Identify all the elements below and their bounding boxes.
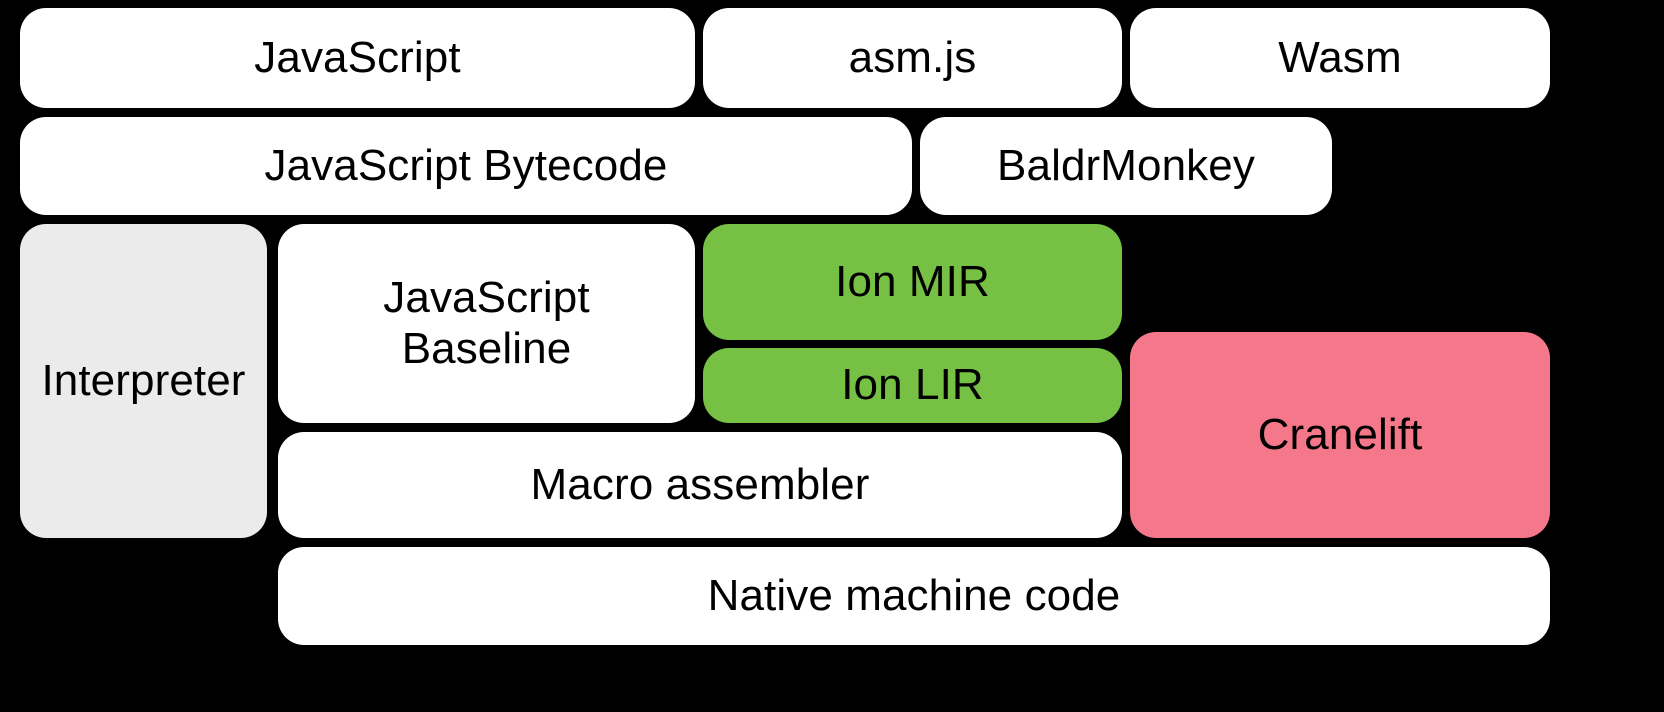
node-wasm: Wasm xyxy=(1130,8,1550,108)
node-label-macro-assembler: Macro assembler xyxy=(530,459,870,509)
node-macro-assembler: Macro assembler xyxy=(278,432,1122,538)
node-interpreter: Interpreter xyxy=(20,224,267,538)
node-asmjs: asm.js xyxy=(703,8,1122,108)
node-label-ion-mir: Ion MIR xyxy=(835,256,990,306)
node-label-native-machine-code: Native machine code xyxy=(707,570,1121,620)
node-javascript: JavaScript xyxy=(20,8,695,108)
node-label-javascript-baseline: JavaScript Baseline xyxy=(383,273,590,373)
node-label-javascript: JavaScript xyxy=(254,32,461,82)
node-native-machine-code: Native machine code xyxy=(278,547,1550,645)
node-label-asmjs: asm.js xyxy=(848,32,977,82)
node-label-interpreter: Interpreter xyxy=(41,355,246,405)
node-baldrmonkey: BaldrMonkey xyxy=(920,117,1332,215)
node-label-javascript-bytecode: JavaScript Bytecode xyxy=(264,140,668,190)
node-ion-lir: Ion LIR xyxy=(703,348,1122,423)
node-label-baldrmonkey: BaldrMonkey xyxy=(997,140,1255,190)
node-label-wasm: Wasm xyxy=(1278,32,1402,82)
node-cranelift: Cranelift xyxy=(1130,332,1550,538)
node-label-ion-lir: Ion LIR xyxy=(841,360,984,410)
node-javascript-bytecode: JavaScript Bytecode xyxy=(20,117,912,215)
node-label-cranelift: Cranelift xyxy=(1257,409,1423,459)
node-javascript-baseline: JavaScript Baseline xyxy=(278,224,695,423)
node-ion-mir: Ion MIR xyxy=(703,224,1122,340)
